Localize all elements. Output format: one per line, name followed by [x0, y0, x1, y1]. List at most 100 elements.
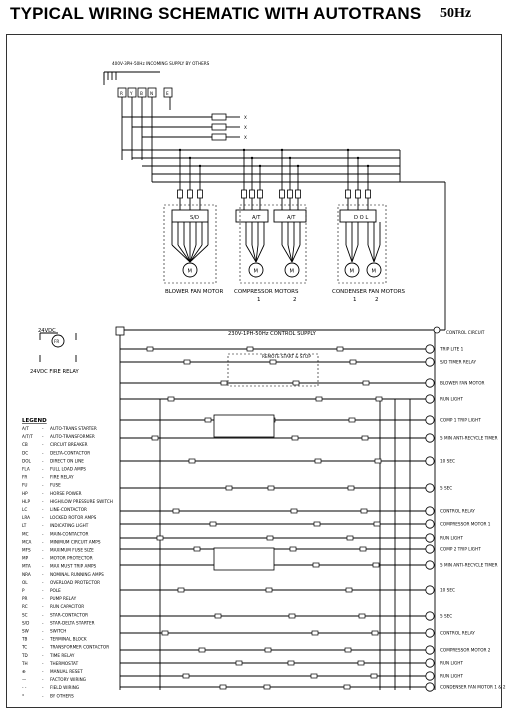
- contact: [374, 458, 382, 464]
- rung-device: [425, 483, 435, 493]
- legend-code: MC: [22, 531, 29, 536]
- breaker: [295, 189, 301, 199]
- rung-label: RUN LIGHT: [440, 661, 463, 666]
- legend-dash: -: [42, 531, 44, 536]
- comp-num-2: 2: [293, 297, 297, 303]
- rung-label: S/D TIMER RELAY: [440, 360, 476, 365]
- legend-code: LT: [22, 523, 27, 528]
- rung-device: [425, 344, 435, 354]
- legend-code: S/D: [22, 620, 29, 625]
- rung-device: [425, 645, 435, 655]
- rung-label: COMPRESSOR MOTOR 1: [440, 522, 491, 527]
- rung-label: TRIP LITE 1: [439, 347, 464, 352]
- motor-symbol-label: M: [372, 269, 376, 275]
- dol-starter-label: D O L: [354, 215, 368, 221]
- rung-device: [425, 456, 435, 466]
- legend-code: —: [22, 677, 26, 682]
- bus-node: [242, 148, 246, 152]
- frequency-label: 50Hz: [440, 6, 472, 21]
- control-terminal: [115, 326, 125, 336]
- contact: [209, 521, 217, 527]
- fire-relay-coil: [51, 334, 65, 348]
- at2-starter-label: A/T: [287, 215, 296, 221]
- rung-device: [425, 658, 435, 668]
- starter-box: [339, 209, 377, 223]
- rung-label: CONDENSER FAN MOTOR 1 & 2: [440, 685, 506, 690]
- legend-desc: AUTO-TRANS STARTER: [50, 426, 97, 431]
- timer-box: [213, 414, 275, 438]
- legend-code: FLA: [22, 467, 30, 472]
- legend-code: ⊕: [22, 669, 26, 674]
- contact: [146, 346, 154, 352]
- legend-dash: -: [42, 620, 44, 625]
- rung-label: 5 SEC: [440, 614, 452, 619]
- contact: [188, 458, 196, 464]
- contact: [348, 417, 356, 423]
- enclosure: [239, 204, 307, 284]
- rung-device: [425, 671, 435, 681]
- legend-dash: -: [42, 612, 44, 617]
- motor-symbol-label: M: [350, 269, 354, 275]
- legend-desc: STAR-CONTACTOR: [50, 612, 88, 617]
- legend-dash: -: [42, 677, 44, 682]
- legend-title: LEGEND: [22, 418, 47, 424]
- bus-node: [366, 164, 370, 168]
- legend-dash: -: [42, 507, 44, 512]
- contact: [346, 535, 354, 541]
- timer-box: [213, 547, 275, 571]
- contact: [161, 630, 169, 636]
- bus-node: [288, 156, 292, 160]
- contact: [345, 587, 353, 593]
- legend-desc: MAIN-CONTACTOR: [50, 531, 89, 536]
- fuse: [211, 123, 227, 131]
- contact: [198, 647, 206, 653]
- supply-terminal: [127, 87, 137, 98]
- legend-dash: -: [42, 475, 44, 480]
- rung-label: 10 SEC: [440, 588, 455, 593]
- motor-symbol-label: M: [290, 269, 294, 275]
- breaker: [177, 189, 183, 199]
- rung-label: RUN LIGHT: [440, 674, 463, 679]
- legend-desc: PUMP RELAY: [50, 596, 77, 601]
- blower-caption: BLOWER FAN MOTOR: [165, 289, 224, 295]
- condenser-motor-2: [366, 262, 382, 278]
- contact: [358, 613, 366, 619]
- legend-desc: FACTORY WIRING: [50, 677, 86, 682]
- contact: [373, 521, 381, 527]
- fuse-mark: X: [244, 115, 247, 120]
- contact: [344, 647, 352, 653]
- rung-label: BLOWER FAN MOTOR: [440, 381, 484, 386]
- legend-desc: SWITCH: [50, 629, 66, 634]
- supply-terminal-label: B: [140, 91, 143, 96]
- rung-label: COMP 1 TRIP LIGHT: [440, 418, 481, 423]
- legend-dash: -: [42, 604, 44, 609]
- legend-dash: -: [42, 483, 44, 488]
- cond-num-1: 1: [353, 297, 357, 303]
- bus-node: [356, 156, 360, 160]
- legend-desc: FULL LOAD AMPS: [50, 467, 86, 472]
- fuse: [211, 133, 227, 141]
- legend-code: P: [22, 588, 25, 593]
- breaker: [345, 189, 351, 199]
- legend-code: SC: [22, 612, 28, 617]
- rung-label: RUN LIGHT: [440, 536, 463, 541]
- bus-node: [188, 156, 192, 160]
- bus-node: [198, 164, 202, 168]
- breaker: [187, 189, 193, 199]
- bus-node: [280, 148, 284, 152]
- breaker: [197, 189, 203, 199]
- legend-dash: -: [42, 629, 44, 634]
- supply-terminal: [147, 87, 157, 98]
- legend-desc: HIGH/LOW PRESSURE SWITCH: [50, 499, 113, 504]
- contact: [167, 396, 175, 402]
- legend-dash: -: [42, 580, 44, 585]
- legend-desc: DELTA-CONTACTOR: [50, 450, 90, 455]
- fire-relay-coil-label: FR: [54, 339, 59, 344]
- contact: [183, 359, 191, 365]
- legend-desc: POLE: [50, 588, 61, 593]
- motor-symbol-label: M: [188, 269, 192, 275]
- motor-symbol-label: M: [254, 269, 258, 275]
- legend-code: LRA: [22, 515, 30, 520]
- contact: [225, 485, 233, 491]
- contact: [269, 359, 277, 365]
